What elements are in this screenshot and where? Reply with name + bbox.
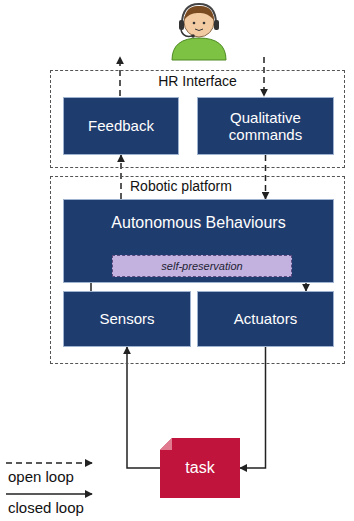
legend-dashed-sample: [6, 462, 92, 464]
behaviour-box: Autonomous Behaviours self-preservation: [63, 199, 334, 283]
feedback-arrow: [119, 57, 121, 96]
task-shape: task: [160, 438, 240, 498]
operator-icon: [172, 4, 226, 60]
process-box: Qualitative commands: [197, 97, 334, 155]
sensor-box: Sensors: [63, 291, 191, 347]
node-label: Actuators: [234, 310, 297, 327]
process-box: Feedback: [63, 97, 179, 155]
command-arrow: [263, 57, 265, 96]
node-label: task: [185, 459, 214, 477]
interface-region: HR InterfaceFeedback Qualitative commands: [50, 70, 345, 168]
legend-text: closed loop: [8, 499, 84, 516]
node-label: Feedback: [88, 117, 154, 134]
open-loop-arrow: [265, 155, 267, 199]
closed-loop-arrow: [240, 347, 266, 468]
node-label: self-preservation: [161, 260, 242, 273]
legend-solid-sample: [6, 493, 92, 495]
node-label: Sensors: [99, 310, 154, 327]
closed-loop-arrow: [127, 347, 160, 468]
actuator-box: Actuators: [197, 291, 334, 347]
region-label: Robotic platform: [127, 178, 235, 194]
node-label: Autonomous Behaviours: [64, 214, 333, 232]
legend-text: open loop: [8, 468, 74, 485]
preservation-band: self-preservation: [112, 255, 292, 277]
platform-region: Robotic platformAutonomous Behaviours sel…: [50, 176, 345, 364]
region-label: HR Interface: [51, 71, 344, 89]
open-loop-arrow: [120, 155, 122, 199]
node-label: Qualitative commands: [204, 109, 327, 144]
